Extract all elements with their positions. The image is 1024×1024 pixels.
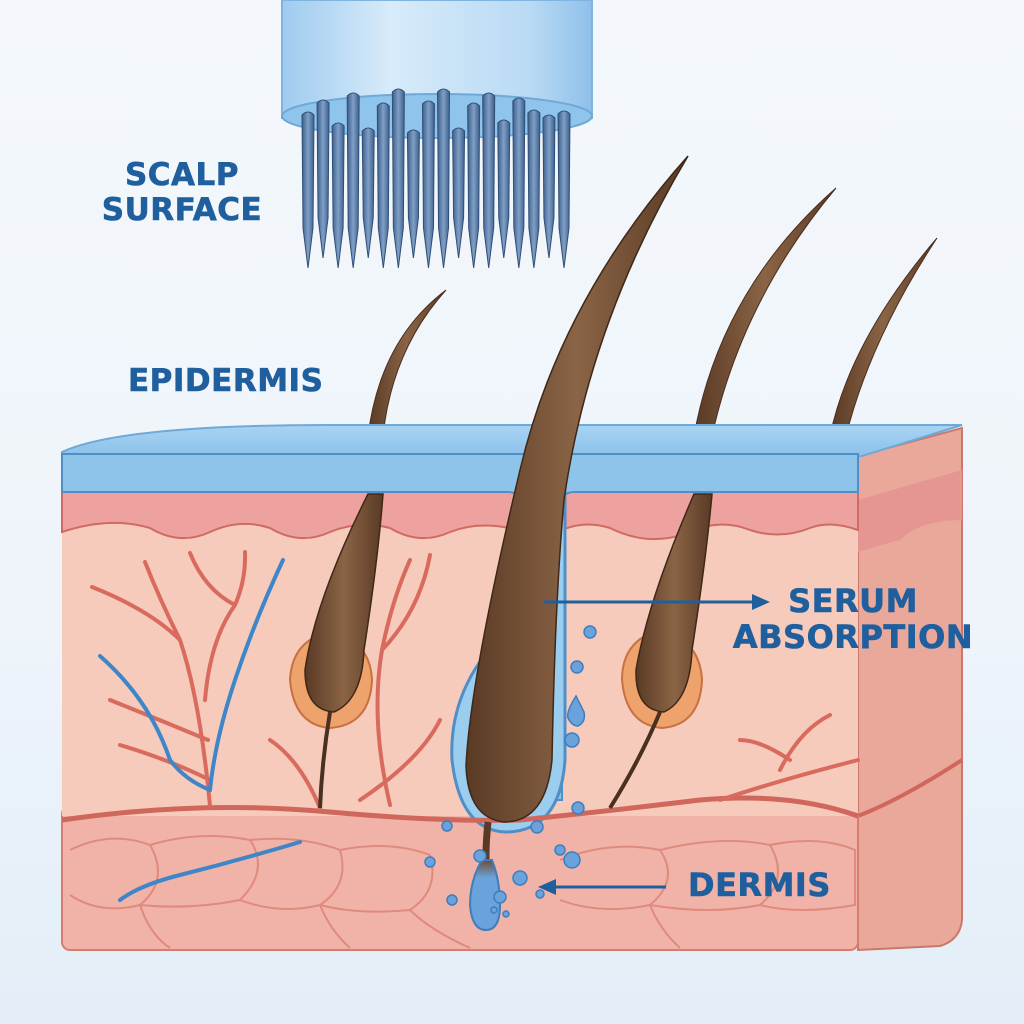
serum-droplet [583,625,597,639]
serum-droplets [424,625,597,918]
needle [452,127,466,259]
label-line: ABSORPTION [732,617,974,656]
fat-cell [649,840,779,911]
serum-droplet [530,820,544,834]
serum-droplet [571,801,585,815]
needle [376,102,390,269]
serum-droplet [566,694,586,727]
dermis-arrow [538,879,666,895]
label-line: SCALP [124,157,240,193]
needle [406,129,420,259]
needle [482,92,496,269]
epidermis-top [61,424,963,457]
needle [437,88,451,269]
needle [316,99,330,259]
epidermis-layer [61,453,859,801]
veins [98,558,302,902]
needle-array [301,88,571,269]
serum-droplet [502,910,510,918]
fat-cell [559,845,669,910]
needle [346,92,360,269]
fat-cell [319,845,434,913]
arteries [90,550,860,810]
serum-droplet [493,890,507,904]
needle [512,97,526,269]
hair-shaft [693,187,837,437]
label-line: SURFACE [101,191,263,228]
serum-droplet [512,870,528,886]
serum-droplet [564,732,580,748]
serum-droplet [570,660,584,674]
fat-cell [139,835,259,908]
fat-cell [409,909,471,949]
skin-side-face [857,426,963,952]
needle [557,110,571,269]
label-serum-absorption: SERUM ABSORPTION [728,582,978,656]
serum-arrow [544,594,770,610]
needle [361,127,375,259]
blood-vessels [90,550,860,902]
label-scalp-surface: SCALP SURFACE [92,157,272,228]
serum-droplet [490,906,498,914]
skin-block [61,424,964,952]
hair-follicles [288,493,713,810]
fat-cell [139,904,171,949]
serum-droplet [554,844,566,856]
hair-shaft [829,237,938,437]
fat-cell [69,837,159,910]
needle [301,111,315,269]
fat-cell [239,837,344,910]
serum-droplet [441,820,453,832]
hair-shaft [367,289,447,437]
needle [391,88,405,269]
hair-root [304,493,384,713]
needle [542,114,556,259]
hair-shafts [367,187,938,437]
fat-cells [69,835,856,949]
annotation-arrows [538,594,770,895]
serum-droplet [473,849,487,863]
serum-droplet [563,851,581,869]
needle [421,100,435,269]
fat-cell [759,840,856,911]
microneedle-device [281,0,593,269]
fat-cell [319,904,351,949]
needle [527,109,541,269]
label-line: SERUM [788,582,918,620]
serum-droplet [446,894,458,906]
hair-shaft [465,155,689,823]
upper-dermis-layer [61,481,859,541]
hair-follicle-left [288,493,384,809]
label-dermis: DERMIS [688,866,831,904]
serum-droplet [424,856,436,868]
needle [331,122,345,269]
needle [497,119,511,259]
serum-droplet [535,889,545,899]
needle [467,102,481,269]
fat-cell [649,904,681,949]
label-epidermis: EPIDERMIS [128,363,324,399]
